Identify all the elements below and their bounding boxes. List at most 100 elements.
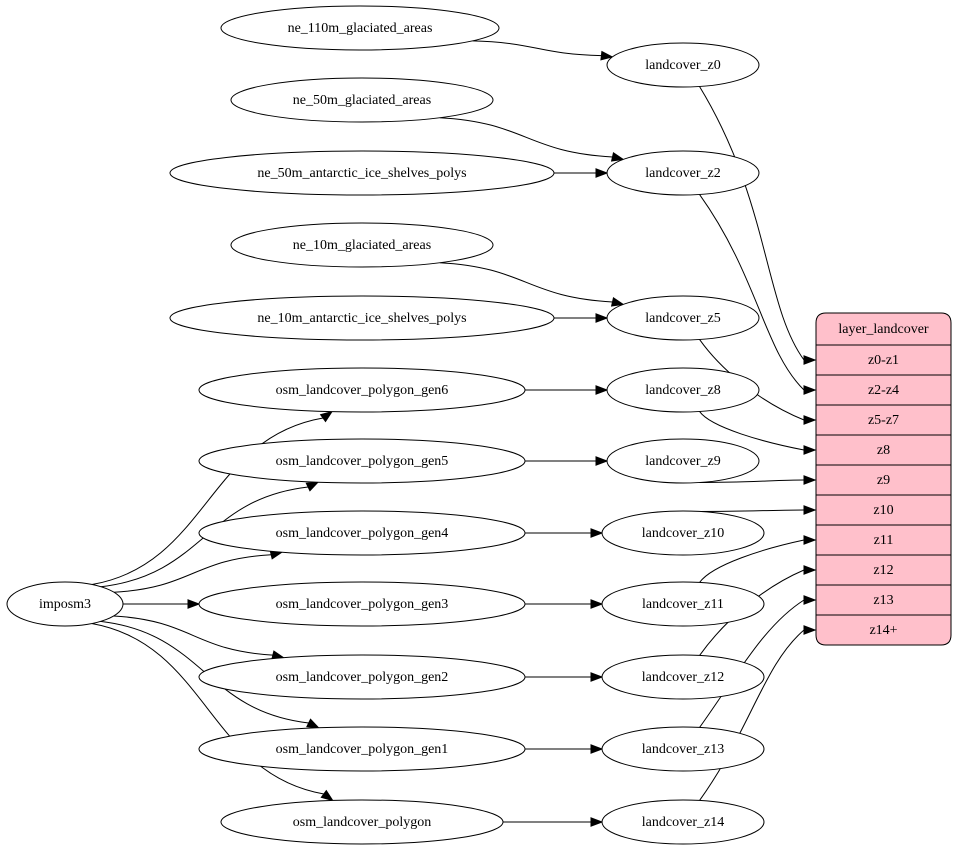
layer-node-landcover_z12[interactable]: landcover_z12 — [601, 654, 765, 700]
record-row-z5-z7[interactable]: z5-z7 — [868, 413, 899, 428]
record-row-z8[interactable]: z8 — [877, 443, 890, 458]
record-row-label: z11 — [874, 533, 894, 548]
edge-imposm3-to-osm_landcover_polygon_gen2-path — [113, 615, 273, 656]
edge-imposm3-to-osm_landcover_polygon_gen5-arrow — [305, 481, 320, 492]
record-row-z2-z4[interactable]: z2-z4 — [868, 383, 899, 398]
node-shape — [601, 799, 765, 845]
node-label: landcover_z11 — [642, 597, 724, 612]
source-node-ne_10m_glaciated_areas[interactable]: ne_10m_glaciated_areas — [230, 222, 494, 268]
node-label: ne_50m_antarctic_ice_shelves_polys — [257, 166, 466, 181]
node-label: ne_110m_glaciated_areas — [288, 21, 433, 36]
edges-layer — [91, 40, 817, 827]
node-shape — [606, 367, 760, 413]
source-node-osm_landcover_polygon_gen2[interactable]: osm_landcover_polygon_gen2 — [198, 654, 526, 700]
source-node-ne_50m_antarctic_ice_shelves_polys[interactable]: ne_50m_antarctic_ice_shelves_polys — [169, 150, 555, 196]
node-shape — [169, 150, 555, 196]
edge-landcover_z13-to-record-z13-path — [699, 599, 805, 728]
layer-node-landcover_z0[interactable]: landcover_z0 — [606, 42, 760, 88]
edge-landcover_z9-to-record-z9-arrow — [803, 475, 817, 485]
edge-osm_landcover_polygon_gen4-to-landcover_z10-arrow — [590, 528, 604, 538]
edge-imposm3-to-osm_landcover_polygon_gen1-arrow — [306, 718, 320, 729]
edge-landcover_z13-to-record-z13-arrow — [803, 595, 817, 605]
edge-landcover_z0-to-record-z0-z1-arrow — [803, 355, 817, 365]
source-node-osm_landcover_polygon_gen4[interactable]: osm_landcover_polygon_gen4 — [198, 510, 526, 556]
edge-landcover_z11-to-record-z11-path — [699, 539, 805, 583]
edge-landcover_z5-to-record-z5-z7-arrow — [803, 415, 817, 425]
node-shape — [601, 510, 765, 556]
node-label: landcover_z2 — [645, 166, 720, 181]
layer-node-landcover_z9[interactable]: landcover_z9 — [606, 438, 760, 484]
edge-osm_landcover_polygon_gen1-to-landcover_z13-arrow — [590, 744, 604, 754]
layer-node-landcover_z13[interactable]: landcover_z13 — [601, 726, 765, 772]
record-header-label: layer_landcover — [838, 322, 929, 337]
layer-node-landcover_z8[interactable]: landcover_z8 — [606, 367, 760, 413]
edge-osm_landcover_polygon_gen3-to-landcover_z11-arrow — [590, 599, 604, 609]
node-shape — [198, 581, 526, 627]
edge-landcover_z10-to-record-z10-path — [699, 509, 805, 512]
source-node-ne_110m_glaciated_areas[interactable]: ne_110m_glaciated_areas — [220, 5, 500, 51]
record-row-z14+[interactable]: z14+ — [869, 623, 897, 638]
node-shape — [220, 799, 504, 845]
layer-node-landcover_z14[interactable]: landcover_z14 — [601, 799, 765, 845]
edge-ne_10m_antarctic_ice_shelves_polys-to-landcover_z5-arrow — [595, 313, 609, 323]
edge-osm_landcover_polygon-to-landcover_z14-arrow — [590, 817, 604, 827]
edge-osm_landcover_polygon_gen5-to-landcover_z9-arrow — [595, 456, 609, 466]
source-node-osm_landcover_polygon[interactable]: osm_landcover_polygon — [220, 799, 504, 845]
record-row-label: z5-z7 — [868, 413, 899, 428]
edge-osm_landcover_polygon_gen6-to-landcover_z8-arrow — [595, 385, 609, 395]
source-node-ne_10m_antarctic_ice_shelves_polys[interactable]: ne_10m_antarctic_ice_shelves_polys — [169, 295, 555, 341]
record-row-z12[interactable]: z12 — [873, 563, 893, 578]
record-row-label: z14+ — [869, 623, 897, 638]
source-node-imposm3[interactable]: imposm3 — [6, 581, 124, 627]
nodes-layer: imposm3 ne_110m_glaciated_areas ne_50m_gla… — [6, 5, 765, 845]
layer-node-landcover_z10[interactable]: landcover_z10 — [601, 510, 765, 556]
node-label: osm_landcover_polygon_gen6 — [276, 383, 449, 398]
edge-landcover_z8-to-record-z8-path — [699, 411, 805, 451]
record-row-z11[interactable]: z11 — [874, 533, 894, 548]
record-row-z13[interactable]: z13 — [873, 593, 893, 608]
node-label: imposm3 — [39, 597, 91, 612]
edge-imposm3-to-osm_landcover_polygon_gen3-arrow — [187, 599, 201, 609]
layer-node-landcover_z5[interactable]: landcover_z5 — [606, 295, 760, 341]
node-label: landcover_z0 — [645, 58, 720, 73]
source-node-ne_50m_glaciated_areas[interactable]: ne_50m_glaciated_areas — [230, 77, 494, 123]
node-shape — [230, 222, 494, 268]
node-label: landcover_z5 — [645, 311, 720, 326]
layer-node-landcover_z11[interactable]: landcover_z11 — [601, 581, 765, 627]
edge-imposm3-to-osm_landcover_polygon_gen4-path — [114, 554, 272, 593]
edge-landcover_z10-to-record-z10-arrow — [803, 505, 817, 515]
node-shape — [198, 726, 526, 772]
node-label: osm_landcover_polygon_gen5 — [276, 454, 449, 469]
node-label: osm_landcover_polygon — [293, 815, 431, 830]
edge-imposm3-to-osm_landcover_polygon-arrow — [320, 789, 334, 802]
record-row-label: z2-z4 — [868, 383, 899, 398]
edge-imposm3-to-osm_landcover_polygon-path — [91, 623, 324, 795]
node-shape — [601, 581, 765, 627]
record-row-z9[interactable]: z9 — [877, 473, 890, 488]
node-label: landcover_z13 — [642, 742, 724, 757]
node-shape — [198, 654, 526, 700]
record-row-z0-z1[interactable]: z0-z1 — [868, 353, 899, 368]
record-table-layer: layer_landcover z0-z1 z2-z4 z5-z7 z8 z9 z10 z11… — [815, 312, 952, 646]
record-row-label: z0-z1 — [868, 353, 899, 368]
record-table-body — [815, 312, 952, 646]
node-label: landcover_z12 — [642, 670, 724, 685]
source-node-osm_landcover_polygon_gen6[interactable]: osm_landcover_polygon_gen6 — [198, 367, 526, 413]
record-row-z10[interactable]: z10 — [873, 503, 893, 518]
edge-ne_110m_glaciated_areas-to-landcover_z0-path — [472, 40, 602, 57]
source-node-osm_landcover_polygon_gen3[interactable]: osm_landcover_polygon_gen3 — [198, 581, 526, 627]
node-shape — [198, 438, 526, 484]
edge-landcover_z11-to-record-z11-arrow — [803, 535, 817, 545]
edge-ne_50m_glaciated_areas-to-landcover_z2-path — [439, 117, 613, 158]
source-node-osm_landcover_polygon_gen5[interactable]: osm_landcover_polygon_gen5 — [198, 438, 526, 484]
node-shape — [220, 5, 500, 51]
edge-landcover_z12-to-record-z12-arrow — [803, 565, 817, 575]
layer-node-landcover_z2[interactable]: landcover_z2 — [606, 150, 760, 196]
source-node-osm_landcover_polygon_gen1[interactable]: osm_landcover_polygon_gen1 — [198, 726, 526, 772]
edge-ne_10m_glaciated_areas-to-landcover_z5-arrow — [610, 297, 625, 307]
node-label: osm_landcover_polygon_gen1 — [276, 742, 449, 757]
node-label: osm_landcover_polygon_gen2 — [276, 670, 449, 685]
edge-ne_110m_glaciated_areas-to-landcover_z0-arrow — [600, 50, 614, 61]
node-shape — [601, 654, 765, 700]
